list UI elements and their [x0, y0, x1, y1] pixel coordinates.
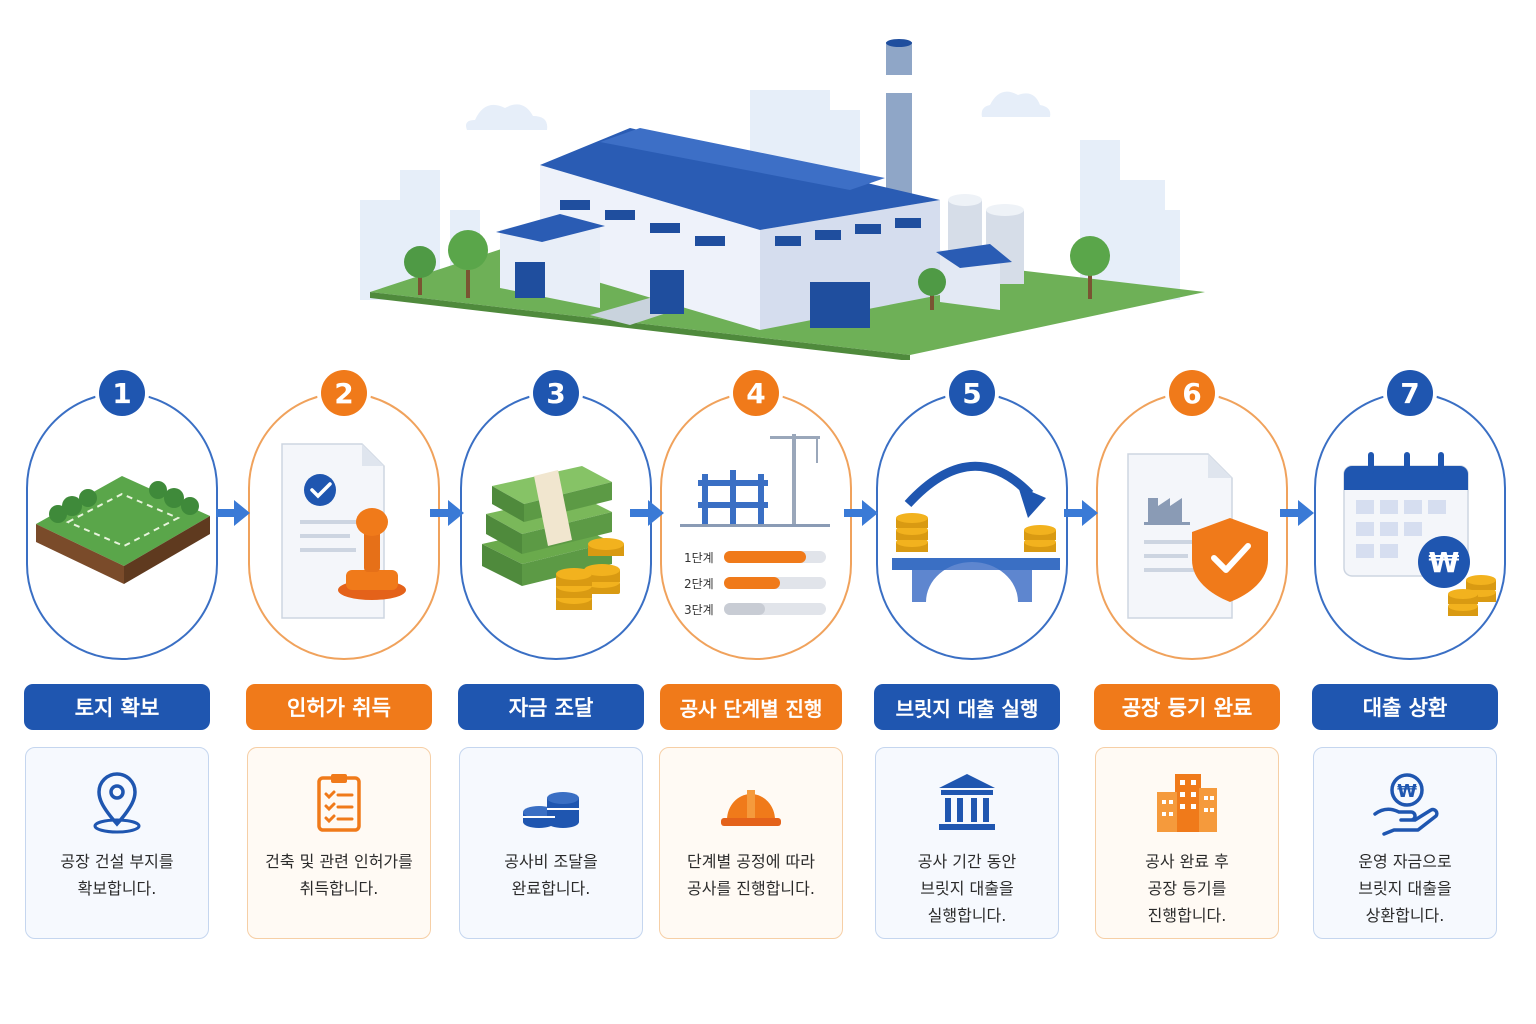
step-description-card: 단계별 공정에 따라 공사를 진행합니다.	[659, 747, 843, 939]
step-5: 5 브릿지 대출 실행 공사 기간 동안 브릿지 대출을 실행합니다.	[872, 370, 1072, 950]
location-pin-icon	[93, 772, 141, 834]
phase-row: 2단계	[684, 570, 834, 596]
step-title: 브릿지 대출 실행	[874, 684, 1060, 730]
step-illustration-frame	[460, 392, 652, 660]
step-description: 공장 건설 부지를 확보합니다.	[60, 852, 174, 898]
phase-label: 1단계	[684, 550, 714, 565]
flow-arrow-icon	[844, 500, 878, 526]
buildings-icon	[1157, 774, 1217, 832]
bridge-coins-illustration	[892, 461, 1060, 602]
step-6: 6 공장 등기 완료 공사 완료 후 공장 등기를 진행합니다.	[1092, 370, 1292, 950]
step-1: 1 토지 확보 공장 건설 부지를 확보합니다.	[22, 370, 222, 950]
phase-progress-bar	[724, 551, 826, 563]
step-description-card: 공장 건설 부지를 확보합니다.	[25, 747, 209, 939]
step-title: 인허가 취득	[246, 684, 432, 730]
step-illustration-frame: 1단계 2단계 3단계	[660, 392, 852, 660]
flow-arrow-icon	[1064, 500, 1098, 526]
step-title: 자금 조달	[458, 684, 644, 730]
factory-illustration	[360, 39, 1205, 360]
document-shield-illustration	[1127, 453, 1268, 619]
step-description: 공사 완료 후 공장 등기를 진행합니다.	[1145, 852, 1229, 925]
phase-label: 3단계	[684, 602, 714, 617]
cash-and-coins-illustration	[482, 466, 624, 610]
step-illustration-frame	[1096, 392, 1288, 660]
flow-arrow-icon	[430, 500, 464, 526]
phase-label: 2단계	[684, 576, 714, 591]
step-number-badge: 2	[321, 370, 367, 416]
step-3: 3 자금 조달	[456, 370, 656, 950]
step-title: 공사 단계별 진행	[660, 684, 842, 730]
step-description-card: ₩ 운영 자금으로 브릿지 대출을 상환합니다.	[1313, 747, 1497, 939]
step-illustration-frame	[26, 392, 218, 660]
step-4: 4 1단계 2단계 3단계 공사 단계	[656, 370, 856, 950]
step-illustration-frame	[876, 392, 1068, 660]
step-illustration-frame	[248, 392, 440, 660]
step-description: 공사 기간 동안 브릿지 대출을 실행합니다.	[917, 852, 1017, 925]
flow-arrow-icon	[1280, 500, 1314, 526]
step-description-card: 공사 완료 후 공장 등기를 진행합니다.	[1095, 747, 1279, 939]
hard-hat-icon	[721, 790, 781, 826]
flow-arrow-icon	[630, 500, 664, 526]
step-description: 공사비 조달을 완료합니다.	[504, 852, 598, 898]
phase-row: 3단계	[684, 596, 834, 622]
step-title: 대출 상환	[1312, 684, 1498, 730]
step-number-badge: 6	[1169, 370, 1215, 416]
phase-progress-bar	[724, 603, 826, 615]
bank-icon	[939, 774, 995, 830]
calendar-won-illustration: ₩	[1343, 452, 1496, 616]
coin-stack-icon	[523, 792, 579, 828]
step-2: 2 인허가 취득 건축 및 관련 인허가를 취득합니다.	[244, 370, 444, 950]
hand-won-coin-icon: ₩	[1373, 773, 1439, 836]
step-description: 건축 및 관련 인허가를 취득합니다.	[265, 852, 413, 898]
step-illustration-frame: ₩	[1314, 392, 1506, 660]
step-number-badge: 4	[733, 370, 779, 416]
step-7: 7 ₩ 대출 상환 ₩ 운영 자금으로	[1310, 370, 1510, 950]
won-symbol: ₩	[1429, 546, 1460, 579]
step-title: 공장 등기 완료	[1094, 684, 1280, 730]
step-description: 운영 자금으로 브릿지 대출을 상환합니다.	[1358, 852, 1452, 925]
step-description-card: 공사 기간 동안 브릿지 대출을 실행합니다.	[875, 747, 1059, 939]
flow-arrow-icon	[216, 500, 250, 526]
phase-row: 1단계	[684, 544, 834, 570]
document-stamp-illustration	[281, 443, 406, 619]
step-description-card: 건축 및 관련 인허가를 취득합니다.	[247, 747, 431, 939]
step-title: 토지 확보	[24, 684, 210, 730]
land-plot-illustration	[36, 476, 210, 584]
phase-progress-list: 1단계 2단계 3단계	[684, 544, 834, 622]
step-description-card: 공사비 조달을 완료합니다.	[459, 747, 643, 939]
clipboard-checklist-icon	[317, 774, 361, 832]
phase-progress-bar	[724, 577, 826, 589]
step-number-badge: 7	[1387, 370, 1433, 416]
step-number-badge: 5	[949, 370, 995, 416]
construction-progress-illustration	[680, 434, 830, 527]
step-description: 단계별 공정에 따라 공사를 진행합니다.	[687, 852, 815, 898]
step-number-badge: 1	[99, 370, 145, 416]
step-number-badge: 3	[533, 370, 579, 416]
won-symbol: ₩	[1397, 781, 1417, 802]
